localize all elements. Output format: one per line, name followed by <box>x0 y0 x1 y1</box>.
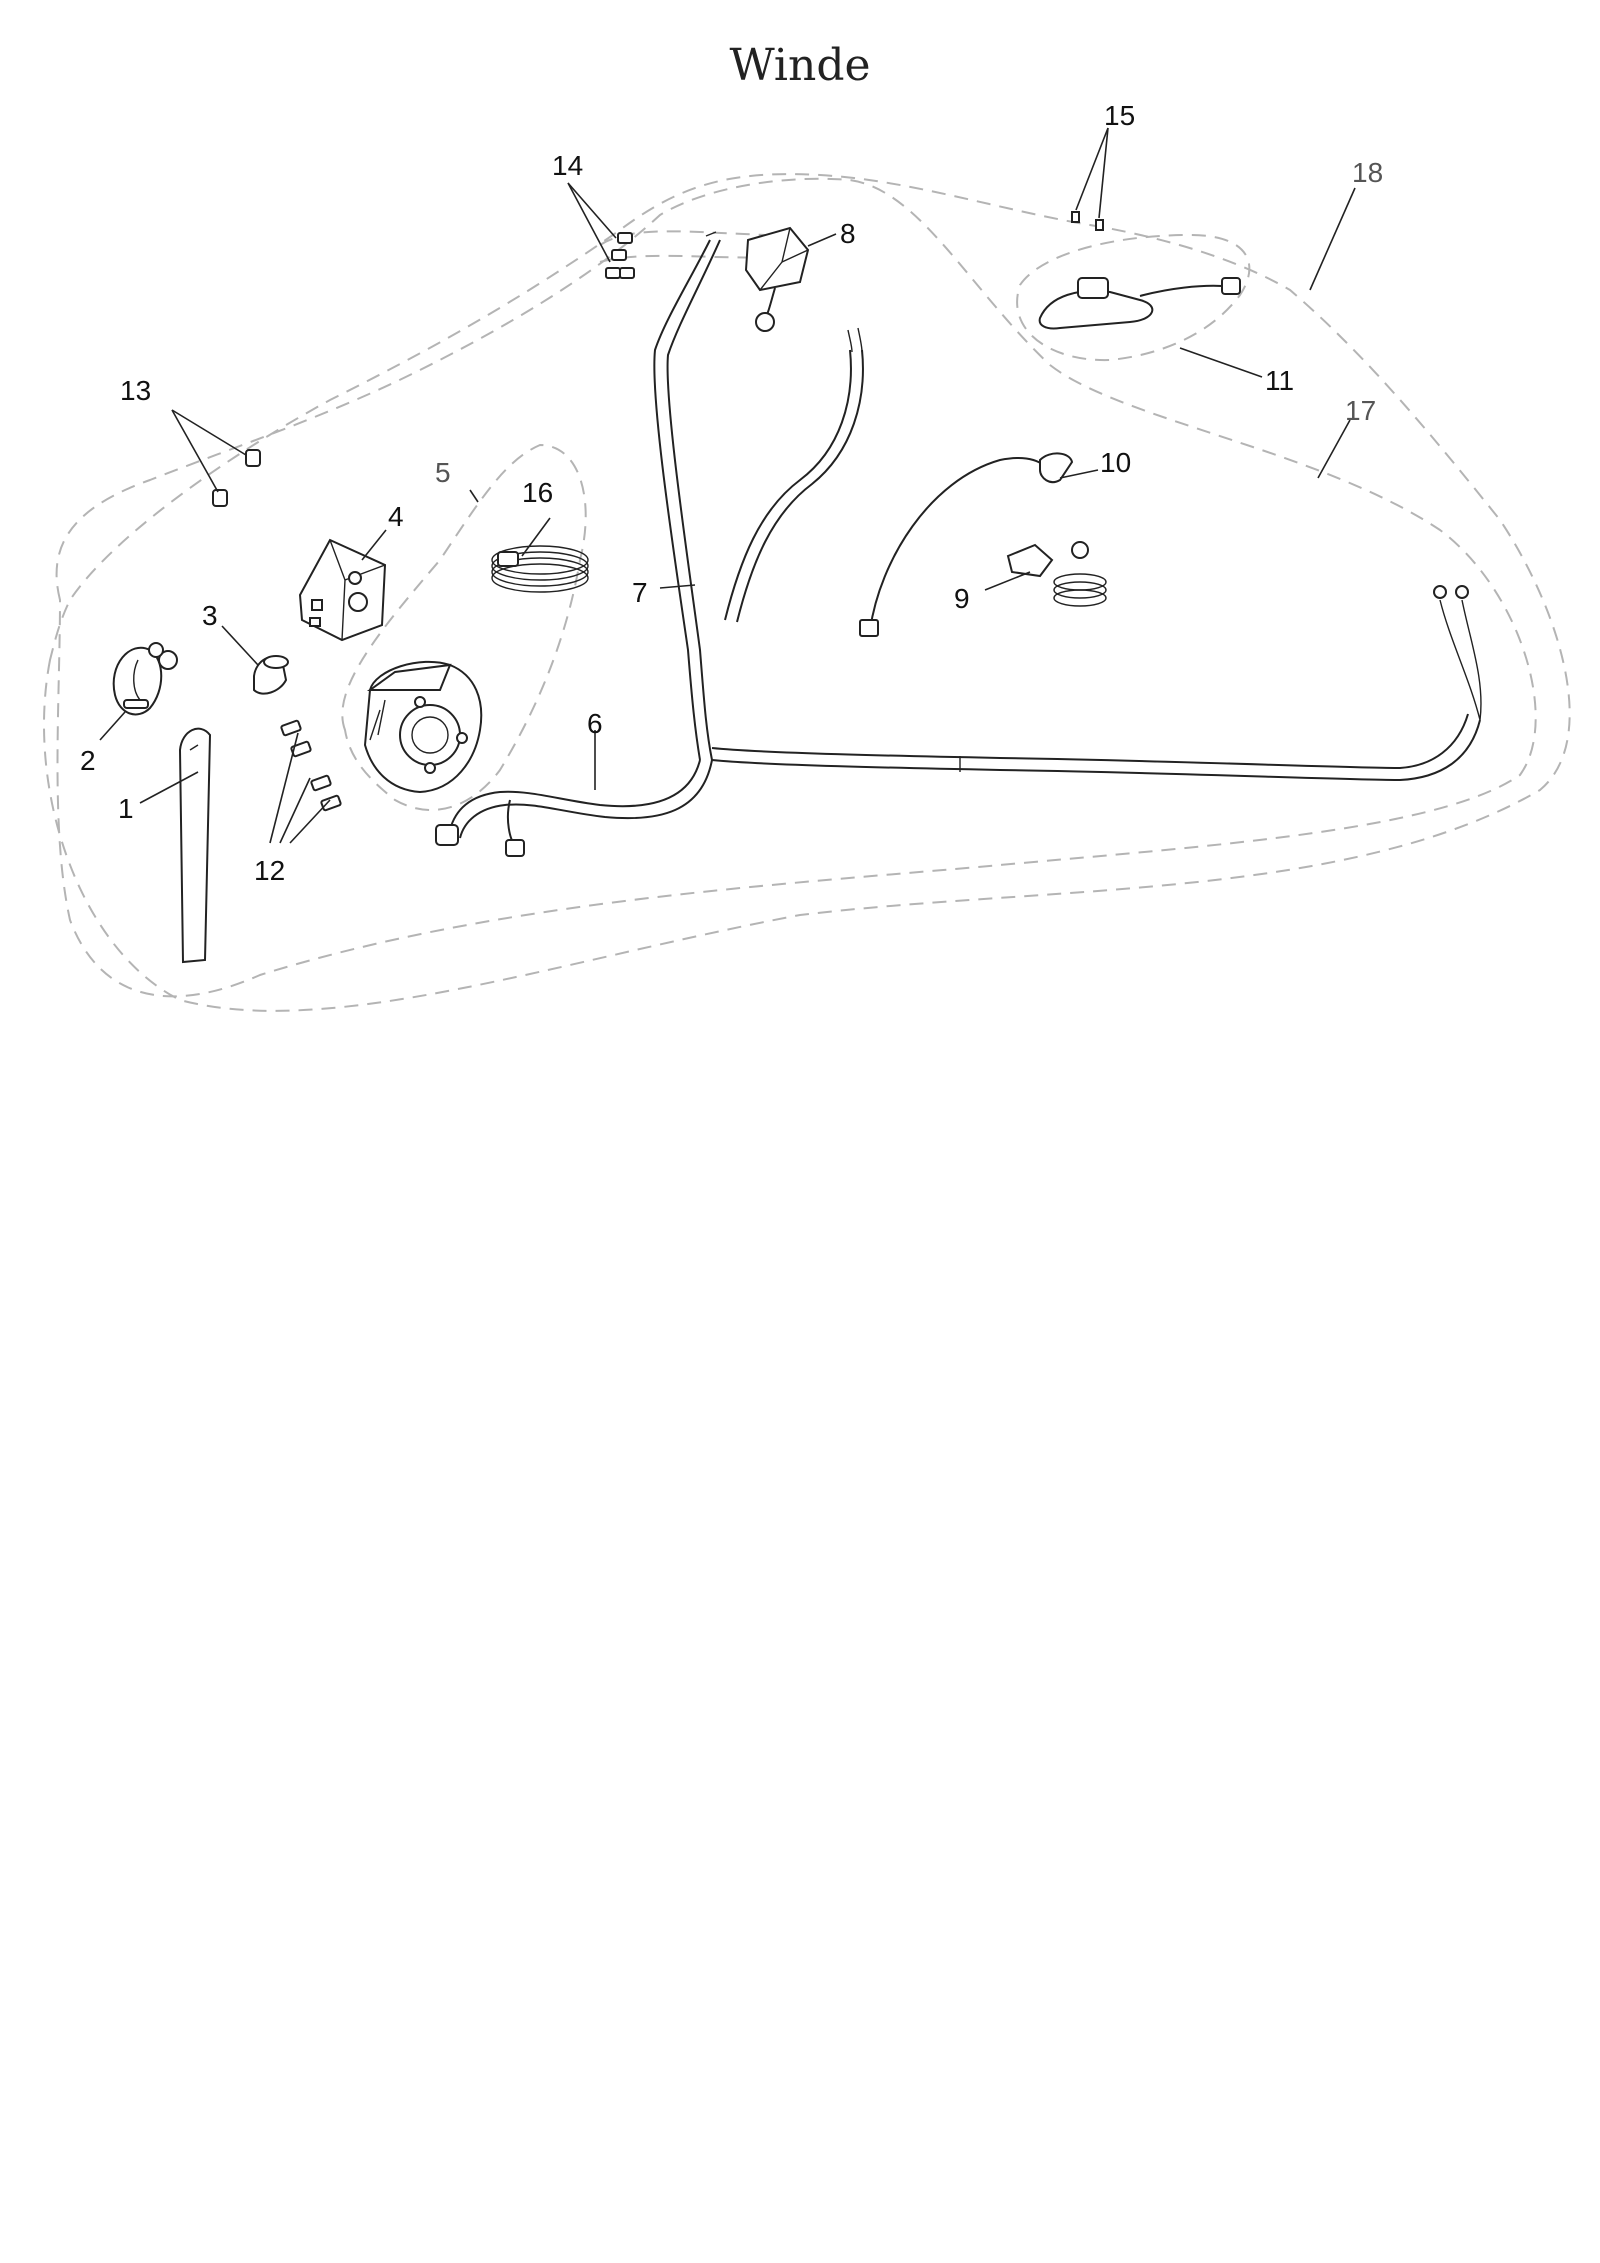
diagram-title: Winde <box>729 40 871 91</box>
callout-16: 16 <box>522 477 553 508</box>
part-16-coiled-wire <box>491 545 589 593</box>
callout-labels: 1 2 3 4 5 6 7 8 9 10 11 12 13 14 15 16 1… <box>80 100 1383 886</box>
part-11-switch <box>1038 277 1241 330</box>
callout-17: 17 <box>1345 395 1376 426</box>
callout-2: 2 <box>80 745 96 776</box>
part-15-screws <box>1071 211 1104 231</box>
callout-18: 18 <box>1352 157 1383 188</box>
part-10-clip-wire <box>859 452 1074 637</box>
callout-9: 9 <box>954 583 970 614</box>
part-9-coil <box>1006 541 1107 607</box>
part-2-hook <box>112 642 178 716</box>
part-1-strap <box>178 727 212 964</box>
leader-lines <box>99 127 1356 844</box>
callout-12: 12 <box>254 855 285 886</box>
callout-7: 7 <box>632 577 648 608</box>
callout-5: 5 <box>435 457 451 488</box>
outline-17 <box>55 177 1537 998</box>
part-13-screws <box>212 449 261 507</box>
part-6-harness-lower <box>435 585 1482 857</box>
callout-10: 10 <box>1100 447 1131 478</box>
part-7-harness-upper <box>653 231 864 761</box>
callout-3: 3 <box>202 600 218 631</box>
part-8-module <box>744 226 810 332</box>
part-4-control-box <box>298 538 387 642</box>
callout-6: 6 <box>587 708 603 739</box>
callout-11: 11 <box>1265 365 1294 396</box>
callout-15: 15 <box>1104 100 1135 131</box>
part-14-screws <box>605 232 635 279</box>
part-5-winch-motor <box>363 660 483 794</box>
part-12-bolts <box>280 719 342 812</box>
outline-11 <box>1016 233 1251 362</box>
callout-4: 4 <box>388 501 404 532</box>
callout-13: 13 <box>120 375 151 406</box>
part-3-cap <box>253 655 289 695</box>
callout-1: 1 <box>118 793 134 824</box>
callout-14: 14 <box>552 150 583 181</box>
callout-8: 8 <box>840 218 856 249</box>
outline-18 <box>43 173 1571 1012</box>
